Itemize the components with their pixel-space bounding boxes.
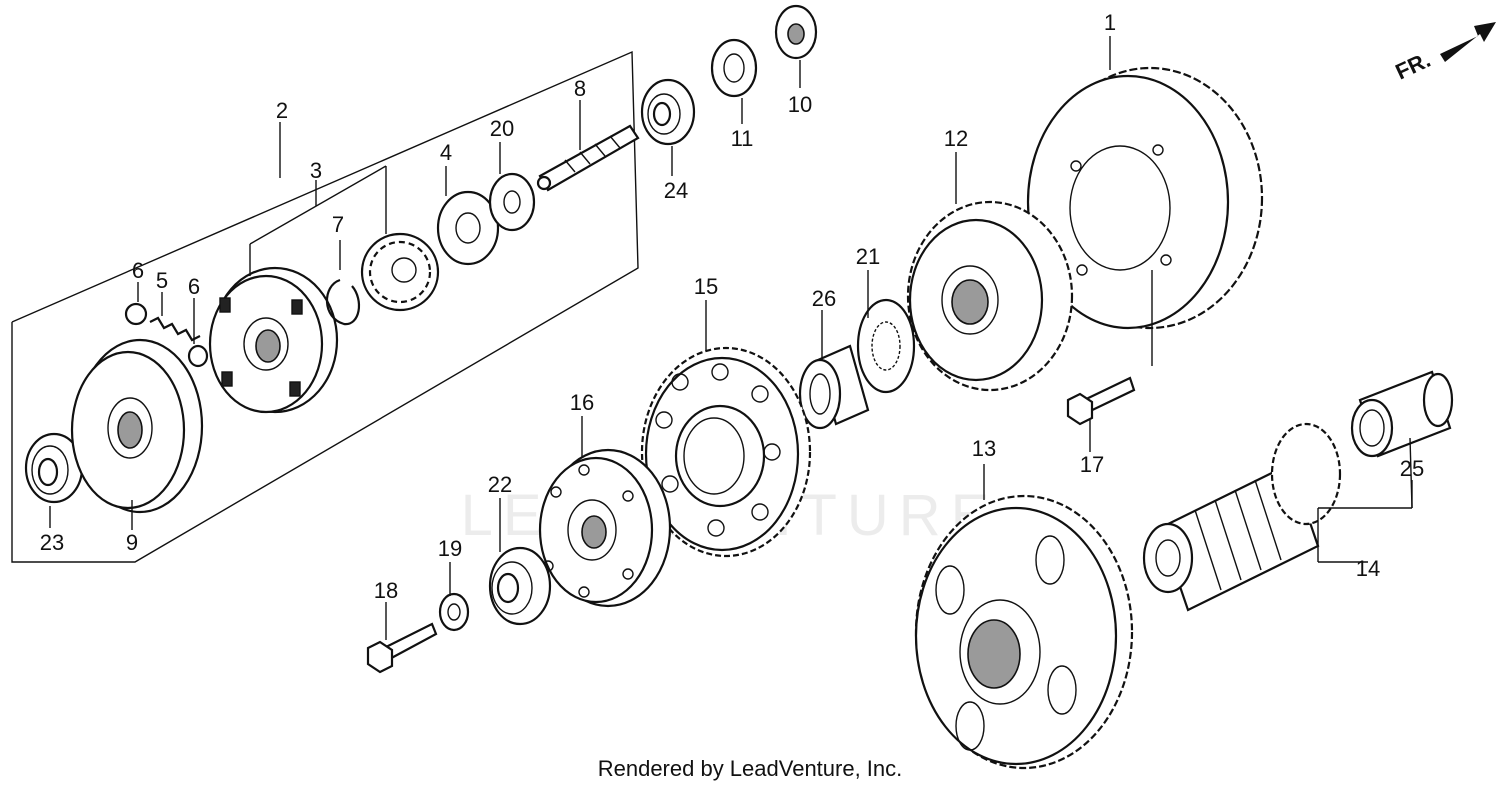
credit-text: Rendered by LeadVenture, Inc. — [598, 756, 903, 781]
callout-23: 23 — [40, 530, 64, 555]
part-17-bolt — [1066, 376, 1136, 426]
callout-21: 21 — [856, 244, 880, 269]
callout-6b: 6 — [188, 274, 200, 299]
callout-26: 26 — [812, 286, 836, 311]
callout-7: 7 — [332, 212, 344, 237]
part-1-final-gear — [1026, 66, 1264, 330]
part-21-thrust-washer — [856, 298, 916, 394]
part-23-bearing — [24, 432, 84, 504]
part-3-sprocket — [360, 232, 440, 312]
part-12-gear — [906, 200, 1074, 392]
part-14-countershaft — [1142, 422, 1342, 612]
callout-9: 9 — [126, 530, 138, 555]
callout-2: 2 — [276, 98, 288, 123]
callout-12: 12 — [944, 126, 968, 151]
front-label: FR. — [1392, 47, 1435, 85]
assembly-2-boundary — [11, 50, 639, 563]
callout-16: 16 — [570, 390, 594, 415]
callout-25: 25 — [1400, 456, 1424, 481]
part-6-cap-a — [124, 302, 148, 326]
part-26-needle-bearing — [798, 344, 870, 430]
front-arrow-icon — [1440, 22, 1496, 62]
part-10-cap — [774, 4, 818, 60]
part-25-sleeve — [1350, 370, 1454, 458]
part-18-bolt — [366, 622, 438, 674]
callout-18: 18 — [374, 578, 398, 603]
callout-24: 24 — [664, 178, 688, 203]
part-16-hub — [538, 448, 672, 608]
part-20-washer — [488, 172, 536, 232]
part-15-driven-gear — [640, 346, 812, 558]
front-direction-indicator: FR. — [1392, 22, 1496, 85]
callout-5: 5 — [156, 268, 168, 293]
callout-14: 14 — [1356, 556, 1380, 581]
callout-20: 20 — [490, 116, 514, 141]
callout-3: 3 — [310, 158, 322, 183]
callout-labels: 1 2 3 4 5 6 6 7 8 9 10 11 12 13 14 15 16… — [40, 10, 1424, 603]
part-8-shaft — [536, 124, 640, 192]
callout-10: 10 — [788, 92, 812, 117]
leader-lines — [49, 36, 1413, 640]
part-3-clutch-carrier — [208, 266, 339, 414]
callout-1: 1 — [1104, 10, 1116, 35]
part-19-washer — [438, 592, 470, 632]
callout-19: 19 — [438, 536, 462, 561]
part-22-bearing — [488, 546, 552, 626]
callout-8: 8 — [574, 76, 586, 101]
callout-11: 11 — [731, 126, 754, 151]
part-24-bearing — [640, 78, 696, 146]
callout-4: 4 — [440, 140, 452, 165]
callout-22: 22 — [488, 472, 512, 497]
part-5-spring — [149, 316, 201, 342]
part-7-snap-ring — [325, 278, 361, 326]
part-6-cap-b — [187, 344, 209, 368]
part-13-gear — [914, 494, 1134, 770]
callout-13: 13 — [972, 436, 996, 461]
part-4-washer — [436, 190, 500, 266]
callout-6a: 6 — [132, 258, 144, 283]
part-9-clutch-drum — [70, 338, 204, 514]
callout-17: 17 — [1080, 452, 1104, 477]
part-11-washer — [710, 38, 758, 98]
callout-15: 15 — [694, 274, 718, 299]
